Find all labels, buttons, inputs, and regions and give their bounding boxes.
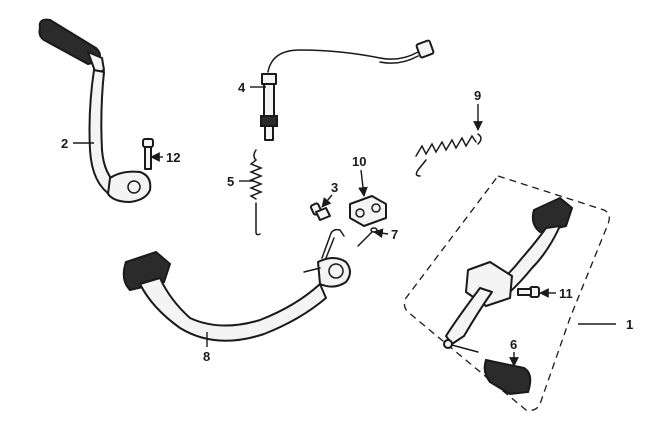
- rear-brake-pedal: [122, 228, 351, 342]
- callout-3: 3: [331, 180, 338, 195]
- brake-pedal-assembly: [443, 196, 574, 396]
- brake-light-switch: [260, 39, 435, 141]
- assembly-outline: [403, 175, 610, 412]
- return-spring: [415, 133, 482, 177]
- pivot-bolt: [309, 202, 331, 221]
- callout-1: 1: [626, 317, 633, 332]
- callout-5: 5: [227, 174, 234, 189]
- leader-3: [321, 194, 333, 208]
- kick-start-lever: [38, 18, 152, 203]
- brake-bracket: [349, 195, 387, 227]
- callout-7: 7: [391, 227, 398, 242]
- callout-4: 4: [238, 80, 246, 95]
- callout-11: 11: [559, 286, 573, 301]
- callout-10: 10: [352, 154, 366, 169]
- callout-2: 2: [61, 136, 68, 151]
- cotter-pin: [357, 227, 378, 247]
- callout-9: 9: [474, 88, 481, 103]
- lever-bolt: [142, 138, 154, 170]
- callout-12: 12: [166, 150, 180, 165]
- assembly-bolt: [517, 286, 540, 298]
- leader-10: [358, 169, 368, 197]
- switch-spring: [248, 149, 264, 236]
- leader-7: [373, 228, 389, 239]
- callout-8: 8: [203, 349, 210, 364]
- callout-6: 6: [510, 337, 517, 352]
